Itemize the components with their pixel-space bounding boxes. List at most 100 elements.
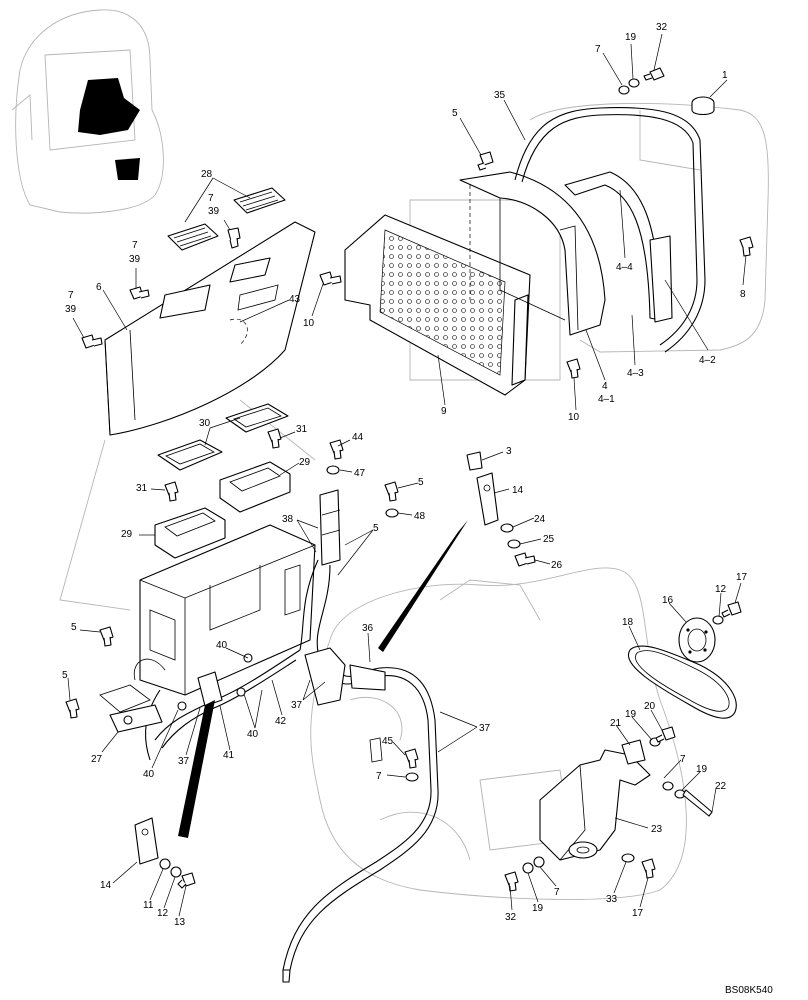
callout-38: 38 xyxy=(282,514,294,525)
callout-19: 19 xyxy=(625,709,637,720)
bracket-27 xyxy=(109,704,163,733)
callout-5: 5 xyxy=(452,108,458,119)
callout-12: 12 xyxy=(157,908,169,919)
callout-28: 28 xyxy=(201,169,213,180)
clip-14-upper xyxy=(476,472,499,526)
callout-37: 37 xyxy=(291,700,303,711)
callout-42: 42 xyxy=(275,716,287,727)
pointer-wedge-lower xyxy=(178,700,215,838)
duct-gaskets xyxy=(154,403,291,559)
callout-4: 4 xyxy=(602,381,608,392)
callout-36: 36 xyxy=(362,623,374,634)
callout-9: 9 xyxy=(441,406,447,417)
callout-5: 5 xyxy=(71,622,77,633)
callout-47: 47 xyxy=(354,468,366,479)
heater-cover-panel xyxy=(104,221,316,436)
hose-lines xyxy=(99,647,439,983)
callout-43: 43 xyxy=(289,294,301,305)
callout-40: 40 xyxy=(216,640,228,651)
callout-10: 10 xyxy=(568,412,580,423)
callout-18: 18 xyxy=(622,617,634,628)
drawing-code: BS08K540 xyxy=(725,985,773,996)
callout-39: 39 xyxy=(208,206,220,217)
heater-unit xyxy=(139,524,316,696)
callout-24: 24 xyxy=(534,514,546,525)
callout-37: 37 xyxy=(178,756,190,767)
callout-4-3: 4–3 xyxy=(627,368,644,379)
ghost-outlines xyxy=(11,9,769,900)
cab-shadow-mark xyxy=(78,78,140,135)
callout-5: 5 xyxy=(373,523,379,534)
callout-29: 29 xyxy=(299,457,311,468)
callout-32: 32 xyxy=(505,912,517,923)
pointer-wedge-upper xyxy=(378,520,468,652)
engine-outline xyxy=(310,567,687,900)
callout-8: 8 xyxy=(740,289,746,300)
duct-hood-assembly xyxy=(459,171,606,336)
callout-20: 20 xyxy=(644,701,656,712)
hardware xyxy=(65,67,754,892)
seal-4-2 xyxy=(649,235,673,323)
callout-7: 7 xyxy=(595,44,601,55)
callout-4-4: 4–4 xyxy=(616,262,633,273)
callout-14: 14 xyxy=(100,880,112,891)
leader-lines xyxy=(67,33,747,917)
callout-40: 40 xyxy=(247,729,259,740)
callout-39: 39 xyxy=(129,254,141,265)
callout-29: 29 xyxy=(121,529,133,540)
callout-30: 30 xyxy=(199,418,211,429)
callout-48: 48 xyxy=(414,511,426,522)
air-vent-pair xyxy=(167,187,286,251)
callout-40: 40 xyxy=(143,769,155,780)
callout-7: 7 xyxy=(68,290,74,301)
callout-12: 12 xyxy=(715,584,727,595)
callout-33: 33 xyxy=(606,894,618,905)
callout-19: 19 xyxy=(625,32,637,43)
callout-37: 37 xyxy=(479,723,491,734)
callout-16: 16 xyxy=(662,595,674,606)
callout-41: 41 xyxy=(223,750,235,761)
seal-35 xyxy=(514,107,706,353)
callout-7: 7 xyxy=(132,240,138,251)
callout-7: 7 xyxy=(208,193,214,204)
tank-outline xyxy=(529,102,769,353)
callout-19: 19 xyxy=(696,764,708,775)
callout-labels: 1 32 19 7 35 5 28 7 39 7 39 7 39 6 43 10… xyxy=(62,22,748,928)
mount-bracket-23 xyxy=(539,739,651,861)
callout-1: 1 xyxy=(722,70,728,81)
callout-45: 45 xyxy=(382,736,394,747)
callout-26: 26 xyxy=(551,560,563,571)
callout-3: 3 xyxy=(506,446,512,457)
callout-17: 17 xyxy=(736,572,748,583)
callout-10: 10 xyxy=(303,318,315,329)
callout-35: 35 xyxy=(494,90,506,101)
condenser-grille xyxy=(344,214,531,396)
callout-5: 5 xyxy=(62,670,68,681)
callout-11: 11 xyxy=(143,900,154,911)
valve-column xyxy=(299,489,341,661)
callout-7: 7 xyxy=(376,771,382,782)
v-belt xyxy=(627,645,737,719)
callout-19: 19 xyxy=(532,903,544,914)
callout-32: 32 xyxy=(656,22,668,33)
callout-6: 6 xyxy=(96,282,102,293)
callout-21: 21 xyxy=(610,718,622,729)
callout-31: 31 xyxy=(296,424,308,435)
callout-27: 27 xyxy=(91,754,103,765)
callout-44: 44 xyxy=(352,432,364,443)
cab-outline xyxy=(15,9,164,214)
callout-13: 13 xyxy=(174,917,186,928)
callout-22: 22 xyxy=(715,781,727,792)
callout-39: 39 xyxy=(65,304,77,315)
callout-4-1: 4–1 xyxy=(598,394,615,405)
callout-25: 25 xyxy=(543,534,555,545)
callout-7: 7 xyxy=(554,887,560,898)
clip-14-lower xyxy=(134,817,159,865)
callout-4-2: 4–2 xyxy=(699,355,716,366)
pulley-16 xyxy=(678,617,716,663)
callout-17: 17 xyxy=(632,908,644,919)
callout-7: 7 xyxy=(680,754,686,765)
callout-23: 23 xyxy=(651,824,663,835)
callout-5: 5 xyxy=(418,477,424,488)
